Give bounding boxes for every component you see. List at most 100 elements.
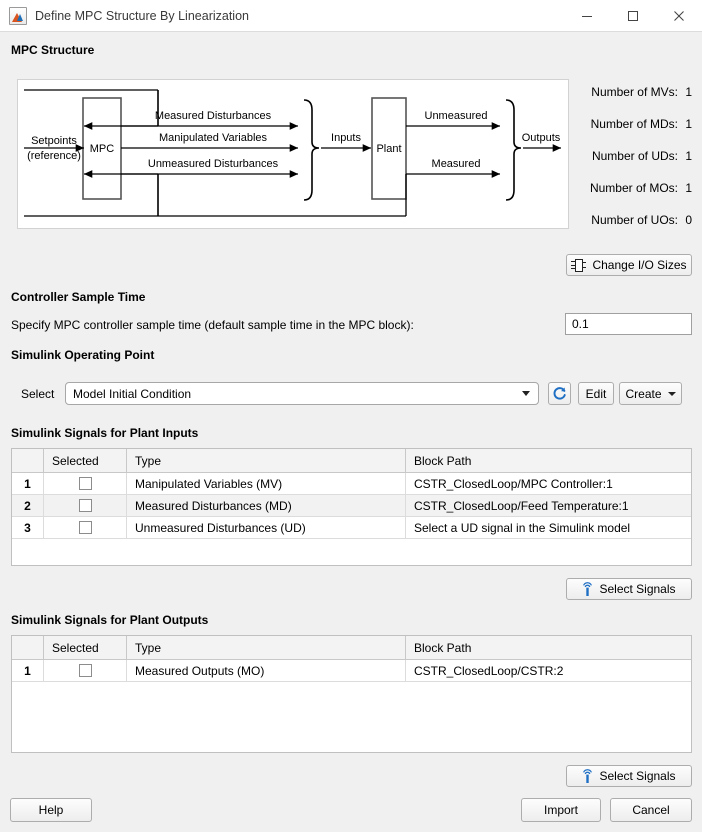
diagram-setpoints-line1: Setpoints bbox=[31, 135, 77, 147]
row-type: Unmeasured Disturbances (UD) bbox=[127, 517, 406, 538]
count-mvs-value: 1 bbox=[685, 85, 692, 99]
column-header-index bbox=[12, 636, 44, 659]
count-uos: Number of UOs: 0 bbox=[580, 213, 692, 227]
operating-point-select-label: Select bbox=[21, 387, 54, 401]
mpc-structure-heading: MPC Structure bbox=[11, 43, 94, 57]
row-checkbox[interactable] bbox=[79, 521, 92, 534]
minimize-icon bbox=[581, 10, 593, 22]
select-signals-outputs-button[interactable]: Select Signals bbox=[566, 765, 692, 787]
close-button[interactable] bbox=[656, 0, 702, 31]
column-header-block-path: Block Path bbox=[406, 449, 691, 472]
plant-inputs-heading: Simulink Signals for Plant Inputs bbox=[11, 426, 198, 440]
matlab-icon bbox=[9, 7, 27, 25]
diagram-outputs-label: Outputs bbox=[522, 132, 561, 144]
count-mvs: Number of MVs: 1 bbox=[580, 85, 692, 99]
close-icon bbox=[673, 10, 685, 22]
count-mds: Number of MDs: 1 bbox=[580, 117, 692, 131]
cancel-button-label: Cancel bbox=[632, 803, 669, 817]
row-checkbox[interactable] bbox=[79, 477, 92, 490]
row-block-path: Select a UD signal in the Simulink model bbox=[406, 517, 691, 538]
row-selected-cell[interactable] bbox=[44, 660, 127, 681]
select-signals-outputs-label: Select Signals bbox=[599, 769, 675, 783]
count-uos-value: 0 bbox=[685, 213, 692, 227]
diagram-inputs-label: Inputs bbox=[331, 132, 361, 144]
title-bar: Define MPC Structure By Linearization bbox=[0, 0, 702, 32]
minimize-button[interactable] bbox=[564, 0, 610, 31]
change-io-sizes-button[interactable]: Change I/O Sizes bbox=[566, 254, 692, 276]
row-index: 1 bbox=[12, 660, 44, 681]
count-mds-label: Number of MDs: bbox=[591, 117, 678, 131]
column-header-selected: Selected bbox=[44, 636, 127, 659]
plant-inputs-table-header: Selected Type Block Path bbox=[12, 449, 691, 473]
row-selected-cell[interactable] bbox=[44, 473, 127, 494]
maximize-button[interactable] bbox=[610, 0, 656, 31]
create-button-label: Create bbox=[625, 387, 661, 401]
import-button-label: Import bbox=[544, 803, 578, 817]
operating-point-heading: Simulink Operating Point bbox=[11, 348, 154, 362]
column-header-type: Type bbox=[127, 449, 406, 472]
table-row[interactable]: 1 Measured Outputs (MO) CSTR_ClosedLoop/… bbox=[12, 660, 691, 682]
select-signals-icon bbox=[582, 769, 593, 784]
diagram-manipulated-variables: Manipulated Variables bbox=[159, 132, 268, 144]
diagram-unmeasured-label: Unmeasured bbox=[425, 110, 488, 122]
count-uos-label: Number of UOs: bbox=[591, 213, 678, 227]
select-signals-inputs-button[interactable]: Select Signals bbox=[566, 578, 692, 600]
plant-outputs-table-empty-area bbox=[12, 682, 691, 751]
create-operating-point-button[interactable]: Create bbox=[619, 382, 682, 405]
edit-operating-point-button[interactable]: Edit bbox=[578, 382, 614, 405]
diagram-measured-label: Measured bbox=[432, 158, 481, 170]
row-block-path: CSTR_ClosedLoop/CSTR:2 bbox=[406, 660, 691, 681]
io-sizes-icon bbox=[571, 259, 586, 272]
table-row[interactable]: 1 Manipulated Variables (MV) CSTR_Closed… bbox=[12, 473, 691, 495]
chevron-down-icon bbox=[522, 391, 530, 396]
count-mds-value: 1 bbox=[685, 117, 692, 131]
row-selected-cell[interactable] bbox=[44, 495, 127, 516]
table-row[interactable]: 3 Unmeasured Disturbances (UD) Select a … bbox=[12, 517, 691, 539]
mpc-structure-diagram: MPC Plant Setpoints (reference) Measured… bbox=[17, 79, 569, 229]
row-selected-cell[interactable] bbox=[44, 517, 127, 538]
row-checkbox[interactable] bbox=[79, 499, 92, 512]
plant-outputs-table[interactable]: Selected Type Block Path 1 Measured Outp… bbox=[11, 635, 692, 753]
operating-point-selected-value: Model Initial Condition bbox=[73, 387, 191, 401]
plant-outputs-table-header: Selected Type Block Path bbox=[12, 636, 691, 660]
row-type: Measured Outputs (MO) bbox=[127, 660, 406, 681]
count-uds-label: Number of UDs: bbox=[592, 149, 678, 163]
operating-point-dropdown[interactable]: Model Initial Condition bbox=[65, 382, 539, 405]
plant-inputs-table-empty-area bbox=[12, 539, 691, 564]
chevron-down-icon bbox=[668, 392, 676, 396]
refresh-icon bbox=[552, 386, 567, 401]
column-header-selected: Selected bbox=[44, 449, 127, 472]
refresh-operating-point-button[interactable] bbox=[548, 382, 571, 405]
row-type: Manipulated Variables (MV) bbox=[127, 473, 406, 494]
diagram-mpc-label: MPC bbox=[90, 143, 115, 155]
window-title: Define MPC Structure By Linearization bbox=[35, 9, 249, 23]
count-uds: Number of UDs: 1 bbox=[580, 149, 692, 163]
count-mos-label: Number of MOs: bbox=[590, 181, 678, 195]
row-index: 2 bbox=[12, 495, 44, 516]
column-header-block-path: Block Path bbox=[406, 636, 691, 659]
count-mvs-label: Number of MVs: bbox=[591, 85, 678, 99]
count-mos: Number of MOs: 1 bbox=[580, 181, 692, 195]
row-block-path: CSTR_ClosedLoop/MPC Controller:1 bbox=[406, 473, 691, 494]
table-row[interactable]: 2 Measured Disturbances (MD) CSTR_Closed… bbox=[12, 495, 691, 517]
block-diagram-svg: MPC Plant Setpoints (reference) Measured… bbox=[18, 80, 566, 226]
count-mos-value: 1 bbox=[685, 181, 692, 195]
help-button[interactable]: Help bbox=[10, 798, 92, 822]
row-index: 1 bbox=[12, 473, 44, 494]
cancel-button[interactable]: Cancel bbox=[610, 798, 692, 822]
diagram-plant-label: Plant bbox=[376, 143, 401, 155]
maximize-icon bbox=[627, 10, 639, 22]
count-uds-value: 1 bbox=[685, 149, 692, 163]
plant-inputs-table[interactable]: Selected Type Block Path 1 Manipulated V… bbox=[11, 448, 692, 566]
column-header-index bbox=[12, 449, 44, 472]
column-header-type: Type bbox=[127, 636, 406, 659]
row-index: 3 bbox=[12, 517, 44, 538]
sample-time-heading: Controller Sample Time bbox=[11, 290, 145, 304]
import-button[interactable]: Import bbox=[521, 798, 601, 822]
plant-outputs-heading: Simulink Signals for Plant Outputs bbox=[11, 613, 208, 627]
help-button-label: Help bbox=[39, 803, 64, 817]
row-block-path: CSTR_ClosedLoop/Feed Temperature:1 bbox=[406, 495, 691, 516]
select-signals-icon bbox=[582, 582, 593, 597]
sample-time-input[interactable]: 0.1 bbox=[565, 313, 692, 335]
row-checkbox[interactable] bbox=[79, 664, 92, 677]
